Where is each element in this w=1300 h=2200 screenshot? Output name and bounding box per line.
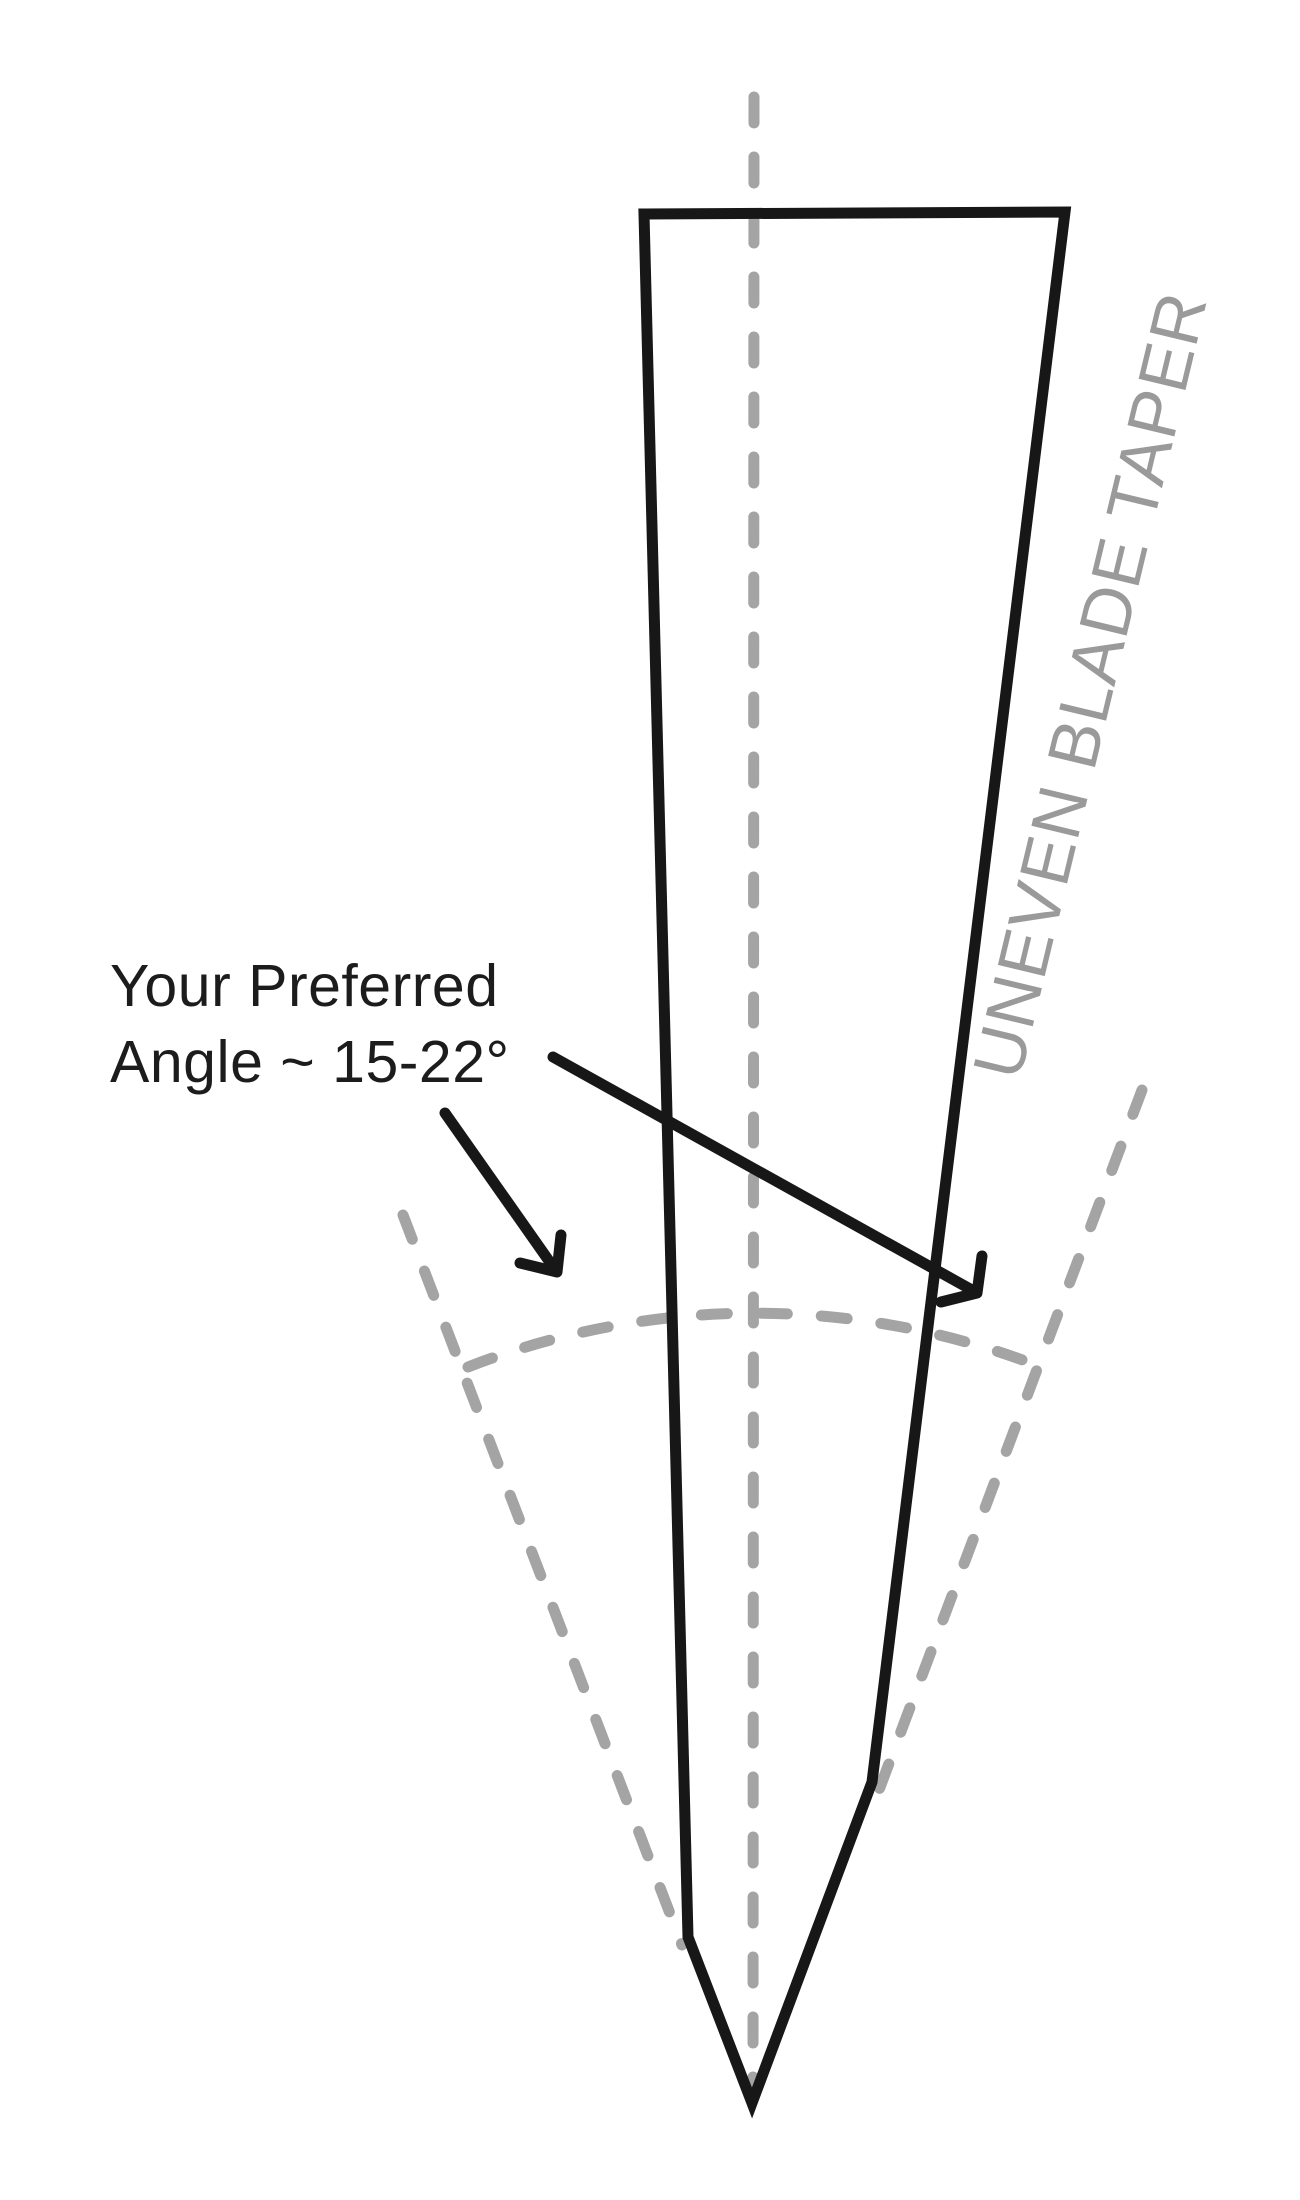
preferred-angle-label-line2: Angle ~ 15-22° — [110, 1029, 510, 1095]
right-angle-arrow — [547, 1051, 988, 1308]
preferred-angle-label-line1: Your Preferred — [110, 953, 499, 1019]
right-angle-guide-line — [870, 1084, 1148, 1804]
left-angle-arrow — [439, 1107, 567, 1278]
left-angle-guide-line — [397, 1209, 688, 1951]
blade-center-axis-line — [747, 91, 760, 2094]
blade-outline — [638, 206, 1072, 2119]
left-arrowhead-icon — [514, 1229, 567, 1278]
sharpening-angle-arc — [462, 1307, 1042, 1373]
right-arrow-shaft — [547, 1051, 978, 1296]
right-arrowhead-icon — [935, 1250, 988, 1308]
preferred-angle-label: Your Preferred Angle ~ 15-22° — [110, 948, 510, 1100]
dashed-guides-group — [397, 91, 1148, 2094]
annotation-arrows-group — [439, 1051, 988, 1308]
left-arrow-shaft — [439, 1107, 560, 1274]
